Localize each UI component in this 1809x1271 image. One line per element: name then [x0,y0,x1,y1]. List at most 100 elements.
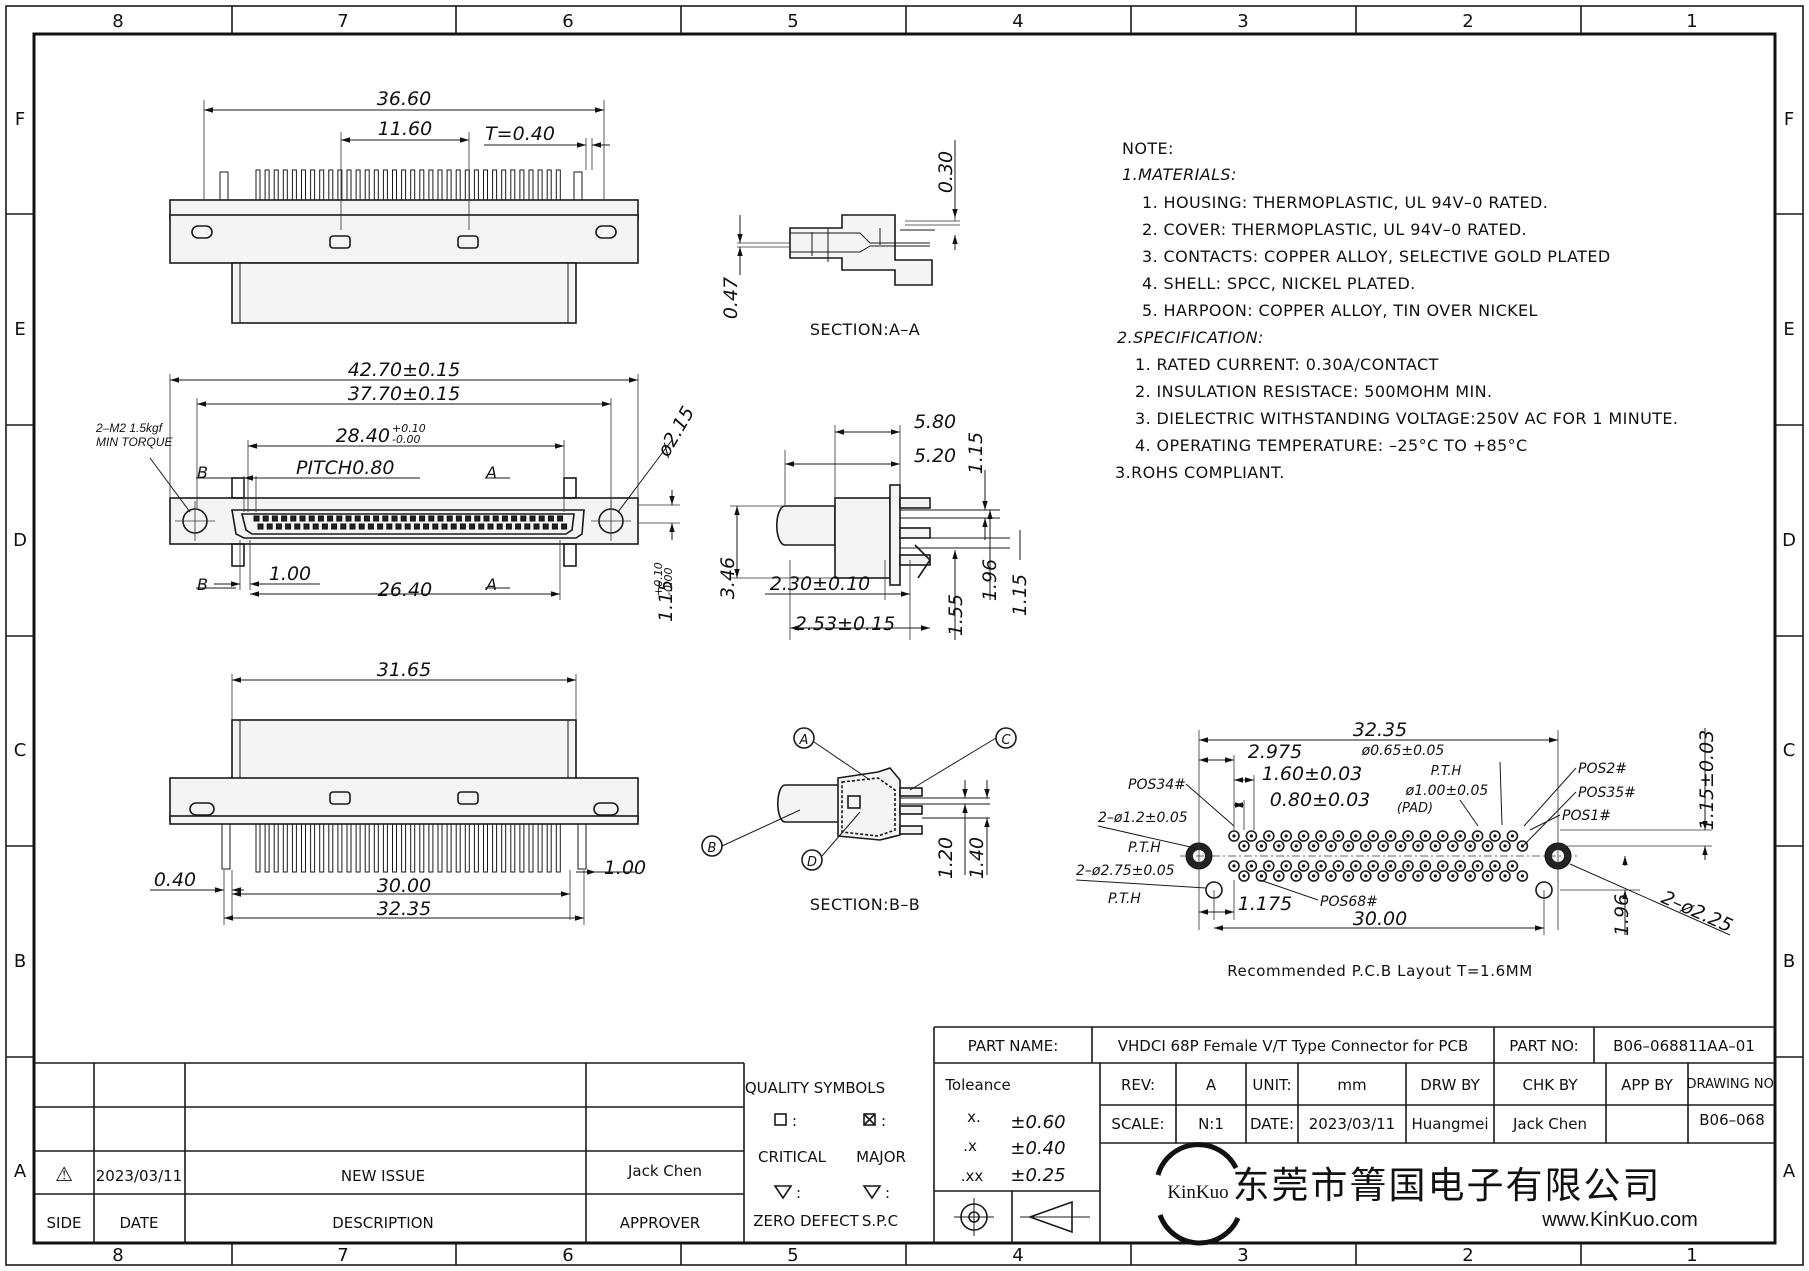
dim-label: 32.35 [377,898,431,920]
pin [291,823,297,873]
tolerance-value: ±0.60 [1010,1112,1065,1133]
kinkuo-logo: KinKuo [1155,1142,1241,1246]
dim-label: 1.15 [965,432,987,474]
zone-col-top: 6 [562,11,573,32]
pcb-drill [1476,834,1480,838]
callout-label: D [807,855,817,870]
pin [555,823,561,873]
boardlock [221,823,231,870]
pcb-pad [1412,840,1424,852]
contact [382,515,389,522]
pcb-drill [1259,874,1263,878]
contact [299,515,306,522]
mount-note: MIN TORQUE [96,435,173,449]
pcb-pad [1263,860,1275,872]
pcb-pad [1516,870,1529,882]
notes-line: 3. DIELECTRIC WITHSTANDING VOLTAGE:250V … [1135,409,1678,428]
pcb-pad [1419,860,1432,872]
contact [551,523,558,530]
front-view-contacts [253,515,568,530]
pcb-drill [1451,844,1455,848]
dim-label: 2–ø2.25 [1658,886,1736,937]
pcb-pad [1342,840,1355,852]
unit-label: UNIT: [1252,1076,1291,1094]
part-name-label: PART NAME: [968,1037,1059,1055]
pcb-pad [1481,840,1494,852]
dim-label: 1.15 [655,580,677,622]
pcb-drill [1503,874,1507,878]
zone-row-right: F [1784,109,1794,130]
zone-col-top: 2 [1462,11,1473,32]
pcb-drill [1259,844,1263,848]
pcb-pad [1238,840,1250,852]
zone-row-left: A [14,1161,27,1182]
dim-label: 1.40 [966,837,988,879]
pcb-pad [1471,830,1484,842]
pcb-drill [1486,844,1490,848]
contact [520,515,527,522]
pin [510,823,516,873]
contact [345,515,352,522]
dim-label: 0.47 [720,277,742,319]
contact [294,523,301,530]
notes-line: 3. CONTACTS: COPPER ALLOY, SELECTIVE GOL… [1142,247,1611,266]
pcb-pad [1342,870,1355,882]
zone-col-bottom: 6 [562,1245,573,1266]
drawing-no-value: B06–068 [1699,1111,1765,1129]
pcb-pad [1307,840,1320,852]
notes-line: 1. HOUSING: THERMOPLASTIC, UL 94V–0 RATE… [1142,193,1548,212]
pcb-pad [1263,830,1275,842]
pcb-pad [1367,830,1379,842]
pcb-drill [1302,864,1306,868]
pcb-label: POS1# [1562,808,1611,824]
pin [437,823,443,873]
notes-line: 1.MATERIALS: [1122,165,1237,184]
latch-window [457,235,479,249]
pin [301,823,306,873]
dim-label: 1.15±0.03 [1696,730,1718,831]
pcb-pad [1273,870,1285,882]
contact [317,515,324,522]
pcb-drill [1381,844,1385,848]
pin [519,823,525,873]
pcb-drill [1441,864,1445,868]
top-view-body [231,262,577,324]
side-view-body [834,497,891,579]
pcb-pad [1499,870,1511,882]
pcb-drill [1312,874,1316,878]
pcb-drill [1503,844,1507,848]
notes-block: NOTE: 1.MATERIALS: 1. HOUSING: THERMOPLA… [1115,139,1678,482]
dim-label: 1.00 [604,857,646,879]
contact [373,515,380,522]
pcb-pad [1506,860,1519,872]
pcb-pad [1464,870,1476,882]
section-marker: A [485,575,497,594]
zone-labels: 8 7 6 5 4 3 2 1 8 7 6 5 4 3 2 1 F E D C … [13,11,1796,1266]
contact [395,523,402,530]
dim-label: 28.40 [336,425,390,447]
quality-colon: : [881,1112,886,1130]
scale-value: N:1 [1198,1115,1224,1133]
pcb-drill [1354,864,1358,868]
zone-col-bottom: 1 [1686,1245,1697,1266]
zone-row-left: B [14,951,26,972]
quality-title: QUALITY SYMBOLS [745,1079,885,1097]
pcb-drill [1336,834,1340,838]
contact [419,515,426,522]
notes-line: 4. SHELL: SPCC, NICKEL PLATED. [1142,274,1416,293]
contact [455,515,462,522]
company-name: 东莞市箐国电子有限公司 [1233,1164,1662,1207]
dim-label: 1.96 [979,559,1001,601]
zone-row-left: C [14,740,27,761]
notes-line: 3.ROHS COMPLIANT. [1115,463,1285,482]
dim-label: 0.40 [154,869,196,891]
pcb-label: POS35# [1578,785,1636,801]
bottom-view-pins [221,823,587,873]
callout-label: C [1001,733,1011,748]
pcb-pad [1350,830,1362,842]
pcb-pad [1280,860,1292,872]
pcb-drill [1277,874,1281,878]
contact [469,523,476,530]
contact [354,515,361,522]
zone-row-right: E [1783,319,1794,340]
